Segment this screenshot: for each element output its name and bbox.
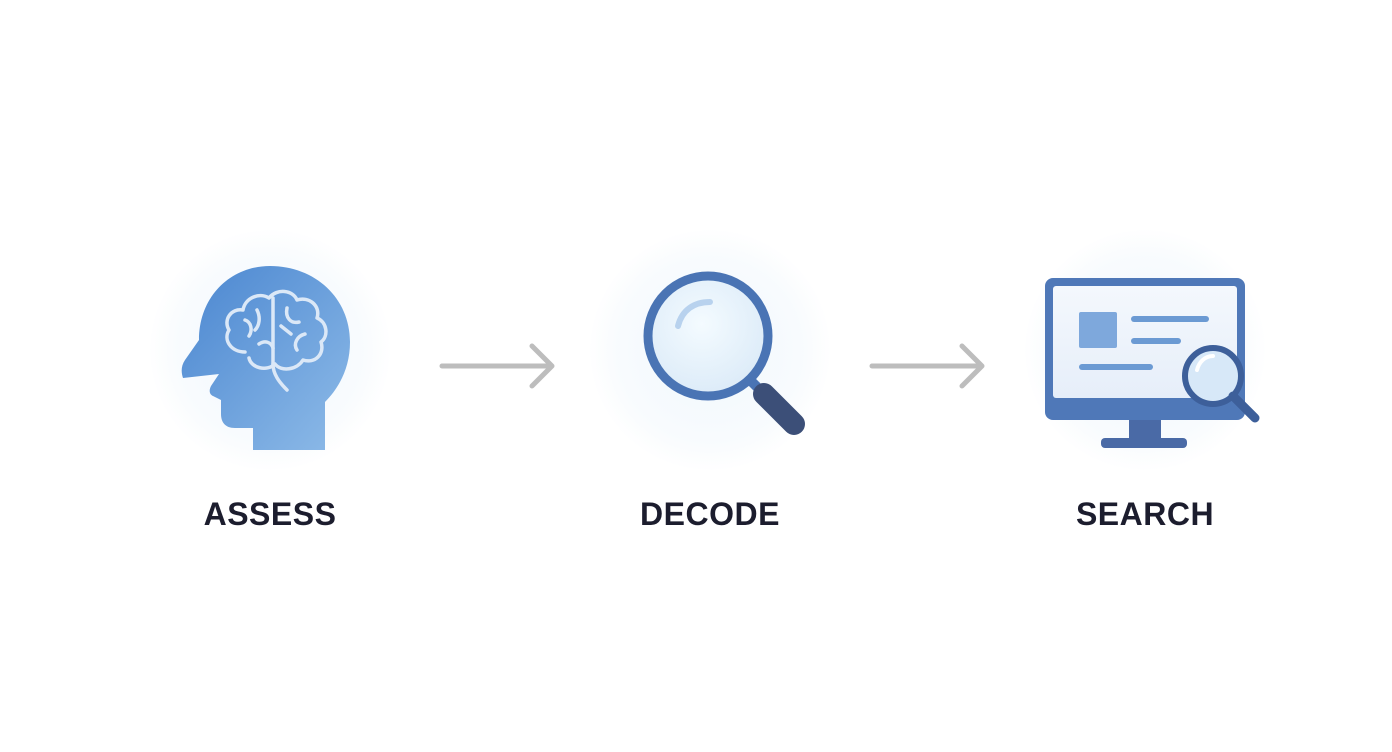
- step-label-assess: ASSESS: [203, 496, 337, 532]
- step-label-search: SEARCH: [1075, 496, 1215, 532]
- step-label-decode: DECODE: [640, 496, 780, 532]
- head-brain-icon: [181, 266, 350, 450]
- step-decode: DECODE: [560, 230, 860, 580]
- monitor-search-icon: [1045, 278, 1260, 448]
- arrow-right-icon: [869, 343, 985, 389]
- arrow-right-icon: [439, 343, 555, 389]
- magnifying-glass-icon: [643, 271, 805, 435]
- step-search: SEARCH: [995, 230, 1295, 580]
- step-assess: ASSESS: [120, 230, 420, 580]
